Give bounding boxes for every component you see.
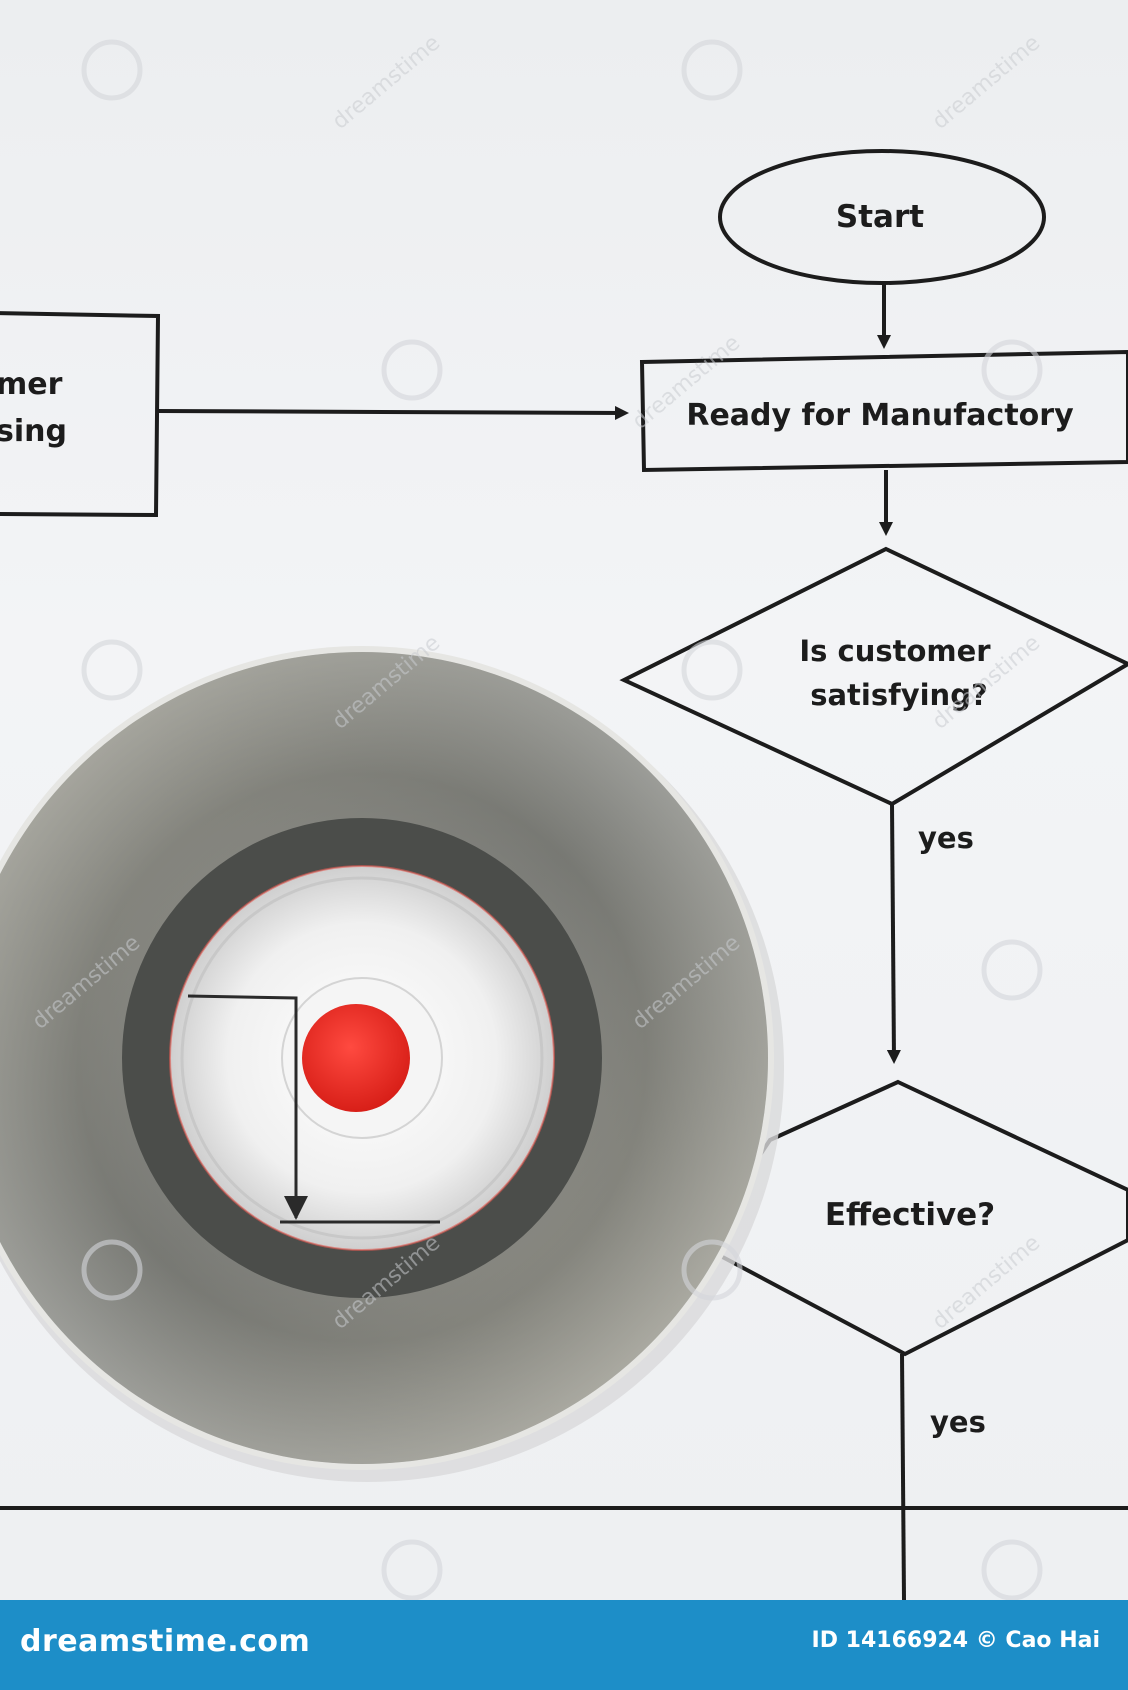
left-box (0, 311, 161, 518)
decision1-line1: Is customer (799, 634, 991, 668)
disc-red-center (302, 1004, 410, 1112)
start-label: Start (836, 199, 924, 235)
ready-label: Ready for Manufactory (686, 398, 1074, 433)
left-box-line1: mer (0, 367, 63, 402)
decision1-line2: satisfying? (810, 678, 988, 712)
flowchart-illustration: Start Ready for Manufactory mer sing Is … (0, 31, 1128, 1600)
start-ellipse (718, 149, 1046, 285)
left-box-line2: sing (0, 414, 67, 449)
arrow-left-to-ready (155, 405, 629, 420)
photo-area: Start Ready for Manufactory mer sing Is … (0, 0, 1128, 1600)
watermark-text: dreamstime (928, 31, 1045, 135)
brand-logo-text[interactable]: dreamstime.com (20, 1624, 311, 1659)
decision2-label: Effective? (825, 1197, 995, 1233)
footer-bar: dreamstime.com ID 14166924 © Cao Hai (0, 1600, 1128, 1690)
decision2-branch-label: yes (930, 1405, 986, 1439)
watermark-text: dreamstime (928, 1231, 1045, 1335)
decision1-branch-label: yes (918, 821, 974, 855)
decision1-diamond (619, 546, 1128, 807)
watermark-text: dreamstime (328, 31, 445, 135)
line-decision2-down (900, 1353, 906, 1600)
cd-disc (0, 646, 774, 1470)
image-credit: ID 14166924 © Cao Hai (811, 1628, 1100, 1653)
arrow-decision1-to-decision2 (886, 803, 901, 1064)
ready-box (639, 349, 1128, 473)
